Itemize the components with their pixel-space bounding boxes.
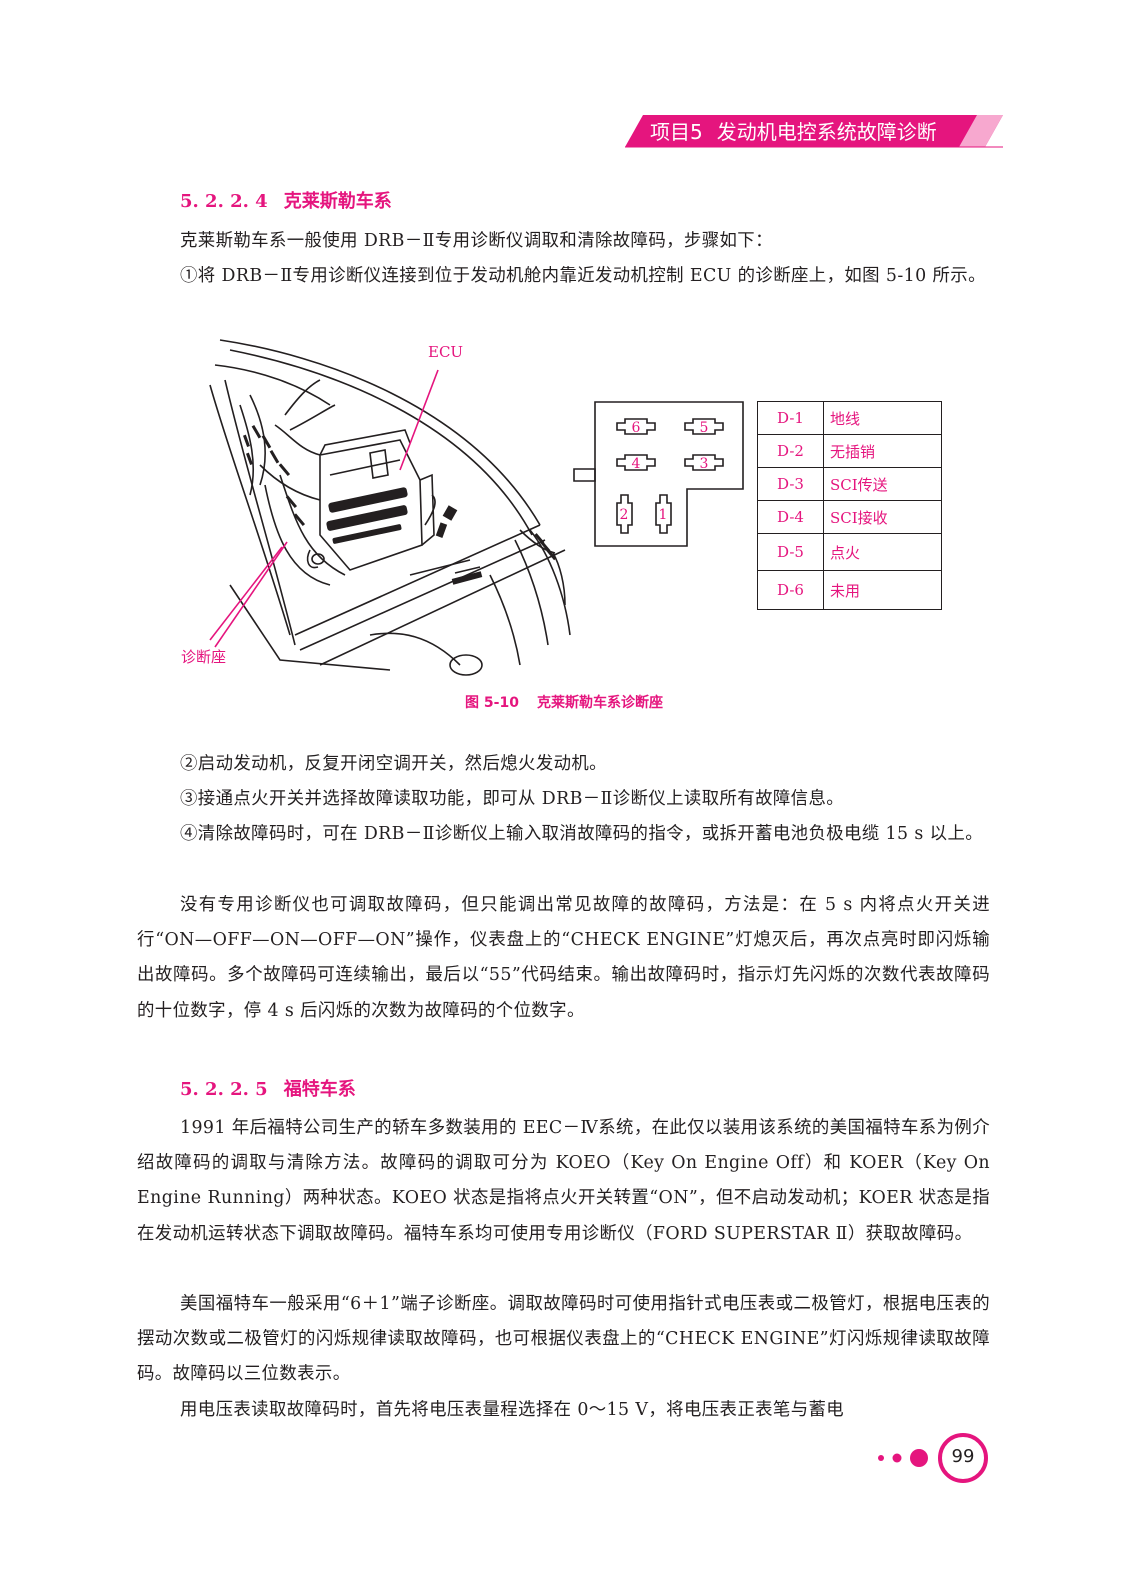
pin-label: 4 — [632, 456, 641, 472]
table-row: D-3 SCI传送 — [757, 467, 942, 501]
pin-code: D-6 — [757, 570, 824, 610]
paragraph: 用电压表读取故障码时，首先将电压表量程选择在 0～15 V，将电压表正表笔与蓄电 — [180, 1400, 845, 1420]
table-row: D-4 SCI接收 — [757, 500, 942, 534]
table-row: D-1 地线 — [757, 401, 942, 435]
pin-code: D-4 — [757, 500, 824, 534]
pin-function: SCI接收 — [823, 500, 942, 534]
paragraph: ④清除故障码时，可在 DRB－Ⅱ诊断仪上输入取消故障码的指令，或拆开蓄电池负极电… — [180, 824, 984, 844]
figure-caption-title: 克莱斯勒车系诊断座 — [536, 695, 663, 711]
paragraph: ③接通点火开关并选择故障读取功能，即可从 DRB－Ⅱ诊断仪上读取所有故障信息。 — [180, 789, 845, 809]
pin-function: 点火 — [823, 533, 942, 571]
pin-label: 3 — [700, 456, 709, 472]
pin-function: 未用 — [823, 570, 942, 610]
paragraph: 没有专用诊断仪也可调取故障码，但只能调出常见故障的故障码，方法是：在 5 s 内… — [137, 895, 990, 1021]
paragraph: ①将 DRB－Ⅱ专用诊断仪连接到位于发动机舱内靠近发动机控制 ECU 的诊断座上… — [180, 266, 986, 286]
header-project-label: 项目5 — [650, 120, 703, 144]
table-row: D-5 点火 — [757, 533, 942, 571]
section-title: 克莱斯勒车系 — [283, 191, 392, 212]
diagnostic-socket-callout-label: 诊断座 — [181, 648, 227, 666]
page-number: 99 — [951, 1446, 975, 1467]
pin-code: D-2 — [757, 434, 824, 468]
header-title: 项目5 发动机电控系统故障诊断 — [650, 116, 937, 148]
section-number: 5. 2. 2. 4 — [180, 191, 268, 212]
paragraph: 美国福特车一般采用“6＋1”端子诊断座。调取故障码时可使用指针式电压表或二极管灯… — [137, 1294, 990, 1385]
figure-diagnostic-socket: 6 5 4 3 2 1 — [170, 335, 960, 685]
section-title: 福特车系 — [283, 1079, 356, 1100]
pin-label: 6 — [632, 420, 641, 436]
pin-function: 地线 — [823, 401, 942, 435]
pin-function: 无插销 — [823, 434, 942, 468]
header-band — [625, 113, 1003, 149]
pin-code: D-1 — [757, 401, 824, 435]
engine-bay-drawing: 6 5 4 3 2 1 — [209, 339, 744, 676]
page-number-badge — [875, 1433, 995, 1483]
pin-function: SCI传送 — [823, 467, 942, 501]
figure-caption: 图 5-10 克莱斯勒车系诊断座 — [0, 692, 1128, 712]
table-row: D-2 无插销 — [757, 434, 942, 468]
pin-code: D-5 — [757, 533, 824, 571]
pin-label: 1 — [659, 507, 668, 523]
header-project-title: 发动机电控系统故障诊断 — [716, 120, 937, 144]
pin-code: D-3 — [757, 467, 824, 501]
header-band-shape — [625, 115, 1003, 148]
section-heading-ford: 5. 2. 2. 5 福特车系 — [180, 1075, 356, 1101]
ecu-callout-label: ECU — [428, 343, 464, 361]
paragraph: 克莱斯勒车系一般使用 DRB－Ⅱ专用诊断仪调取和清除故障码，步骤如下： — [180, 231, 773, 251]
paragraph: ②启动发动机，反复开闭空调开关，然后熄火发动机。 — [180, 754, 607, 774]
table-row: D-6 未用 — [757, 570, 942, 610]
paragraph: 1991 年后福特公司生产的轿车多数装用的 EEC－Ⅳ系统，在此仅以装用该系统的… — [137, 1118, 990, 1244]
pin-label: 5 — [700, 420, 709, 436]
pin-label: 2 — [620, 507, 629, 523]
section-heading-chrysler: 5. 2. 2. 4 克莱斯勒车系 — [180, 187, 392, 213]
pin-definition-table: D-1 地线 D-2 无插销 D-3 SCI传送 D-4 SCI接收 D-5 点… — [757, 401, 942, 610]
page-number-dots — [878, 1433, 988, 1483]
pin-layout-diagram — [573, 401, 744, 547]
figure-caption-number: 图 5-10 — [465, 695, 519, 711]
section-number: 5. 2. 2. 5 — [180, 1079, 268, 1100]
